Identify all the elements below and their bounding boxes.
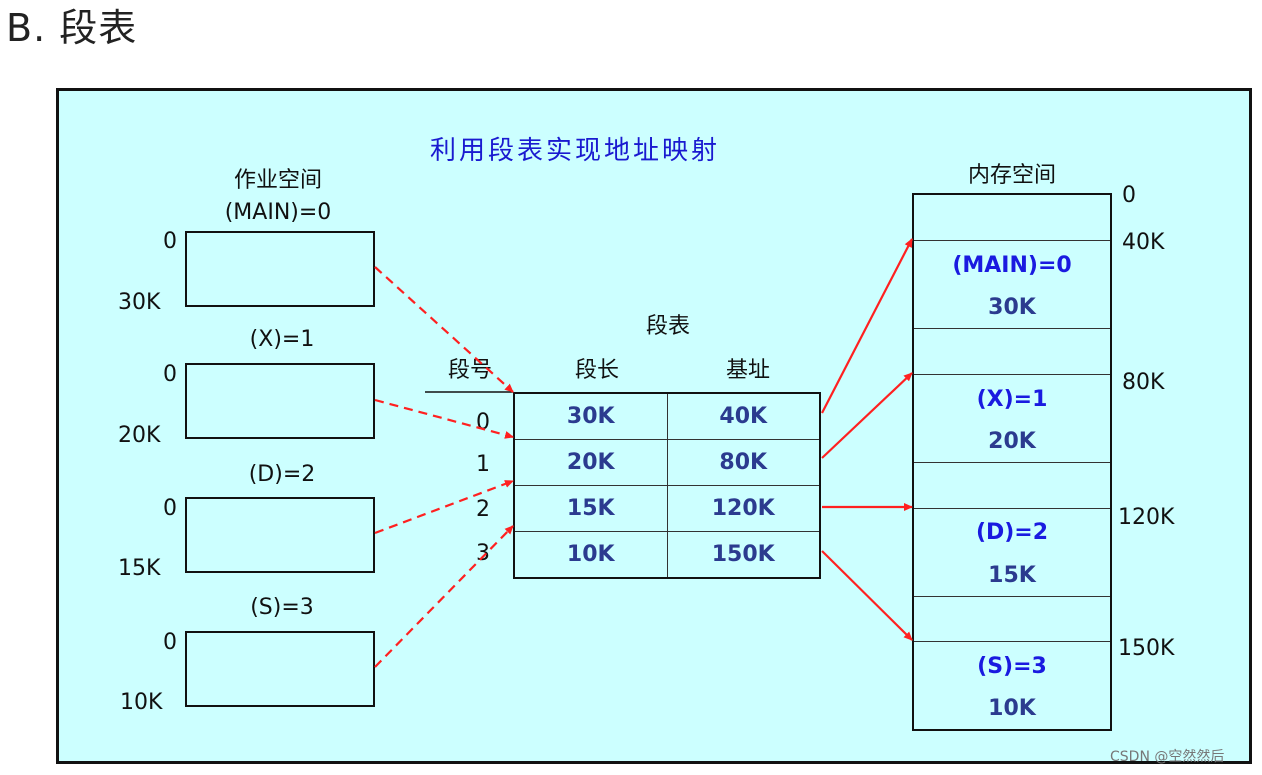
solid-arrow (821, 550, 913, 641)
memory-address: 80K (1122, 370, 1165, 395)
memory-boundary (914, 328, 1110, 329)
segment-length-cell: 15K (513, 485, 668, 532)
memory-address: 150K (1118, 636, 1175, 661)
segment-table-row: 30K 40K (513, 392, 821, 440)
job-segment-start: 0 (163, 362, 177, 387)
dashed-arrow (374, 398, 514, 439)
memory-block-name: (S)=3 (977, 654, 1047, 679)
memory-boundary (914, 462, 1110, 463)
job-segment-name: (D)=2 (248, 462, 316, 487)
memory-block-name: (MAIN)=0 (952, 253, 1072, 278)
segment-number: 1 (476, 452, 490, 477)
job-segment-name: (X)=1 (249, 327, 315, 352)
segment-number: 3 (476, 541, 490, 566)
segment-base-cell: 80K (666, 439, 821, 486)
memory-address: 40K (1122, 230, 1165, 255)
segment-table-row: 20K 80K (513, 439, 821, 486)
memory-boundary (914, 508, 1110, 509)
solid-arrow (821, 372, 913, 459)
memory-block-size: 20K (988, 429, 1036, 454)
segment-length-cell: 10K (513, 531, 668, 579)
segment-base-cell: 120K (666, 485, 821, 532)
diagram-title: 利用段表实现地址映射 (430, 136, 721, 166)
job-segment-start: 0 (163, 630, 177, 655)
memory-boundary (914, 596, 1110, 597)
job-segment-box (185, 497, 375, 573)
segment-length-header: 段长 (574, 358, 620, 383)
job-segment-box (185, 363, 375, 439)
segment-table-title: 段表 (645, 314, 691, 339)
dashed-arrow (374, 525, 514, 668)
memory-space-label: 内存空间 (967, 163, 1057, 188)
dashed-arrow (374, 479, 514, 535)
segment-length-cell: 30K (513, 392, 668, 440)
job-space-label: 作业空间 (233, 168, 323, 193)
segment-base-cell: 150K (666, 531, 821, 579)
segment-table: 30K 40K 20K 80K 15K 120K 10K 150K (513, 392, 821, 579)
segment-number: 2 (476, 497, 490, 522)
memory-address: 0 (1122, 183, 1136, 208)
memory-boundary (914, 641, 1110, 642)
solid-arrow (821, 238, 913, 414)
segment-table-row: 10K 150K (513, 531, 821, 579)
job-segment-end: 30K (118, 290, 161, 315)
memory-block-size: 30K (988, 295, 1036, 320)
memory-column: (MAIN)=0 30K (X)=1 20K (D)=2 15K (S)=3 1… (912, 193, 1112, 731)
watermark: CSDN @空然然后 (1110, 749, 1225, 765)
memory-address: 120K (1118, 505, 1175, 530)
memory-boundary (914, 240, 1110, 241)
memory-block-size: 10K (988, 696, 1036, 721)
job-segment-box (185, 231, 375, 307)
job-segment-name: (S)=3 (250, 595, 314, 620)
job-segment-end: 20K (118, 423, 161, 448)
segment-number-header: 段号 (447, 358, 493, 383)
job-segment-box (185, 631, 375, 707)
job-segment-start: 0 (163, 496, 177, 521)
dashed-arrow (374, 266, 514, 393)
segment-base-cell: 40K (666, 392, 821, 440)
memory-block-name: (X)=1 (976, 387, 1048, 412)
memory-block-name: (D)=2 (975, 520, 1049, 545)
job-segment-name: (MAIN)=0 (224, 200, 332, 225)
segment-length-cell: 20K (513, 439, 668, 486)
job-segment-start: 0 (163, 229, 177, 254)
job-segment-end: 15K (118, 556, 161, 581)
segment-base-header: 基址 (725, 358, 771, 383)
memory-block-size: 15K (988, 563, 1036, 588)
job-segment-end: 10K (120, 690, 163, 715)
segment-table-row: 15K 120K (513, 485, 821, 532)
memory-boundary (914, 374, 1110, 375)
page-heading: B. 段表 (6, 6, 138, 50)
